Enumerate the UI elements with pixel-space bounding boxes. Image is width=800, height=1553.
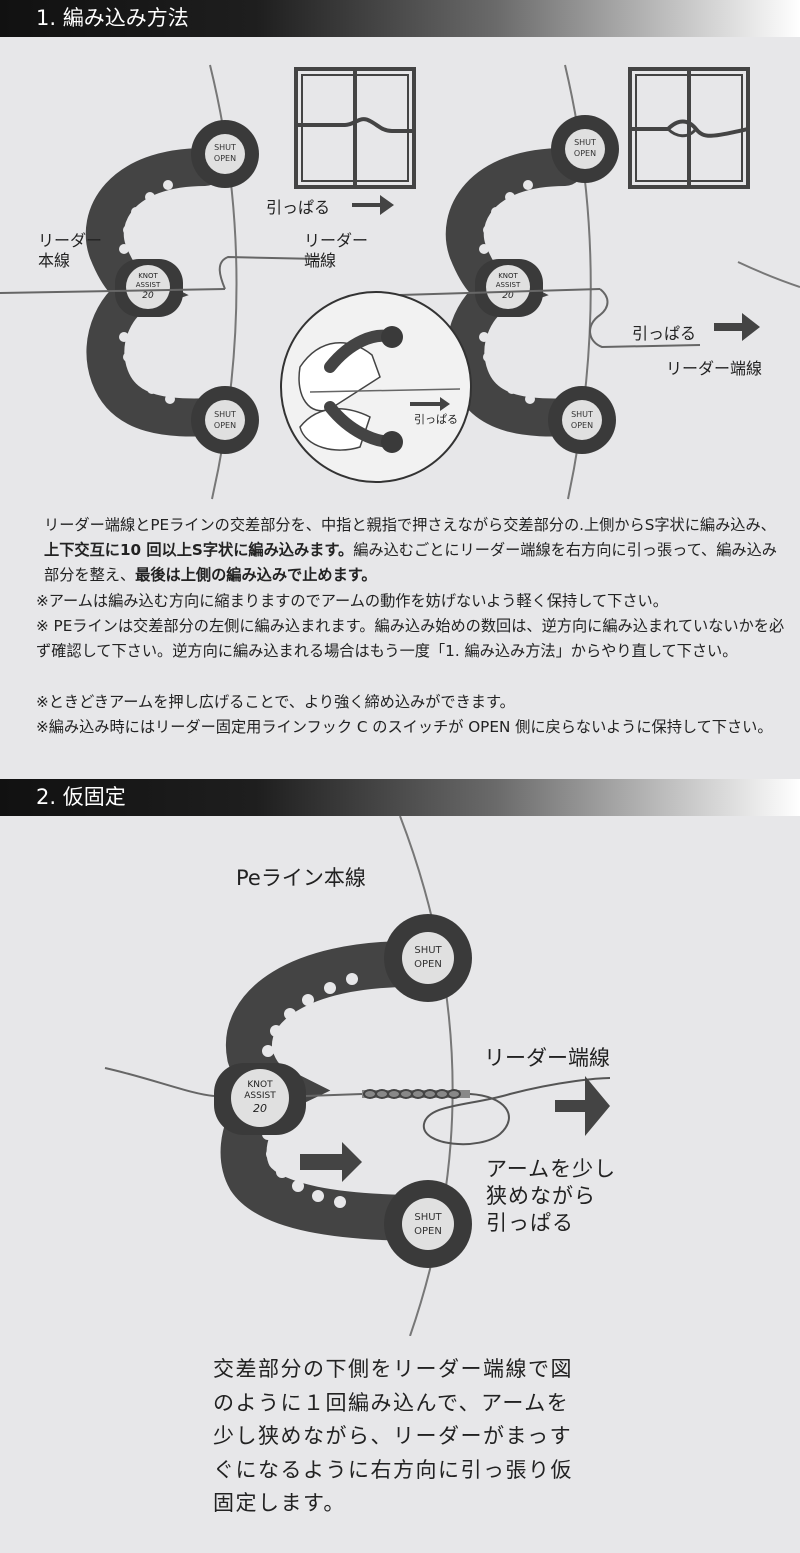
leader-end-loop <box>422 1077 611 1146</box>
svg-text:ASSIST: ASSIST <box>496 281 521 289</box>
svg-text:OPEN: OPEN <box>414 959 442 970</box>
section-title-2: 2. 仮固定 <box>36 785 126 809</box>
knot-assist-device-right: SHUT OPEN SHUT OPEN KNOT ASSIST 20 <box>399 115 701 454</box>
pull-arrow-right <box>555 1076 610 1136</box>
note-3: ※ときどきアームを押し広げることで、より強く締め込みができます。 <box>36 693 515 711</box>
pe-line <box>104 1067 215 1097</box>
label-pull-right: 引っぱる <box>632 324 697 343</box>
svg-text:SHUT: SHUT <box>414 945 442 956</box>
crossing-diagram-2 <box>628 67 750 189</box>
svg-text:ASSIST: ASSIST <box>136 281 161 289</box>
svg-text:OPEN: OPEN <box>574 149 596 158</box>
label-leader-end: リーダー端線 <box>484 1046 610 1070</box>
svg-text:20: 20 <box>253 1102 267 1115</box>
label-pe-main: Peライン本線 <box>236 866 366 890</box>
svg-text:SHUT: SHUT <box>214 143 236 152</box>
label-pull-top: 引っぱる <box>266 198 331 217</box>
pull-arrow-top <box>352 195 394 215</box>
section-panel-2: SHUT OPEN SHUT OPEN KNOT ASSIST 20 <box>0 816 800 1553</box>
svg-text:SHUT: SHUT <box>414 1212 442 1223</box>
narrow-arm-arrow <box>300 1142 362 1182</box>
instruction-paragraph-2: 交差部分の下側をリーダー端線で図のように１回編み込んで、アームを少し狭めながら、… <box>213 1357 573 1515</box>
knot-assist-device: SHUT OPEN SHUT OPEN KNOT ASSIST 20 <box>214 914 472 1268</box>
braiding-diagram: SHUT OPEN SHUT OPEN KNOT ASSIST 20 <box>0 64 800 500</box>
svg-text:OPEN: OPEN <box>414 1226 442 1237</box>
svg-text:KNOT: KNOT <box>138 272 158 280</box>
pull-arrow-right <box>714 313 760 341</box>
svg-text:OPEN: OPEN <box>214 154 236 163</box>
temporary-fix-diagram: SHUT OPEN SHUT OPEN KNOT ASSIST 20 <box>104 816 611 1336</box>
svg-text:SHUT: SHUT <box>571 410 593 419</box>
label-pull-note: アームを少し 狭めながら 引っぱる <box>486 1157 617 1235</box>
svg-text:ASSIST: ASSIST <box>244 1091 276 1101</box>
section-title-1: 1. 編み込み方法 <box>36 6 189 30</box>
section-header-1: 1. 編み込み方法 <box>0 0 800 37</box>
section-panel-1: SHUT OPEN SHUT OPEN KNOT ASSIST 20 <box>0 37 800 779</box>
svg-text:KNOT: KNOT <box>498 272 518 280</box>
instruction-paragraph-1: リーダー端線とPEラインの交差部分を、中指と親指で押さえながら交差部分の.上側か… <box>44 516 777 585</box>
braid-segment <box>362 1089 470 1099</box>
label-pull-inset: 引っぱる <box>414 413 458 426</box>
svg-text:SHUT: SHUT <box>214 410 236 419</box>
svg-text:20: 20 <box>502 291 514 301</box>
note-1: ※アームは編み込む方向に縮まりますのでアームの動作を妨げないよう軽く保持して下さ… <box>36 592 668 610</box>
note-4: ※編み込み時にはリーダー固定用ラインフック C のスイッチが OPEN 側に戻ら… <box>36 718 773 736</box>
section-header-2: 2. 仮固定 <box>0 779 800 816</box>
knot-assist-device-left: SHUT OPEN SHUT OPEN KNOT ASSIST 20 <box>0 120 321 454</box>
label-leader-main: リーダー 本線 <box>38 231 103 270</box>
crossing-diagram-1 <box>294 67 416 189</box>
svg-text:OPEN: OPEN <box>571 421 593 430</box>
spool-arc-edge <box>737 261 800 288</box>
svg-text:20: 20 <box>142 291 154 301</box>
label-leader-end-left: リーダー 端線 <box>304 231 369 270</box>
hand-inset <box>280 291 472 483</box>
svg-text:SHUT: SHUT <box>574 138 596 147</box>
note-2: ※ PEラインは交差部分の左側に編み込まれます。編み込み始めの数回は、逆方向に編… <box>36 617 785 661</box>
label-leader-end-right: リーダー端線 <box>666 359 763 378</box>
svg-text:OPEN: OPEN <box>214 421 236 430</box>
pe-line-through <box>305 1093 363 1097</box>
svg-text:KNOT: KNOT <box>247 1080 273 1090</box>
